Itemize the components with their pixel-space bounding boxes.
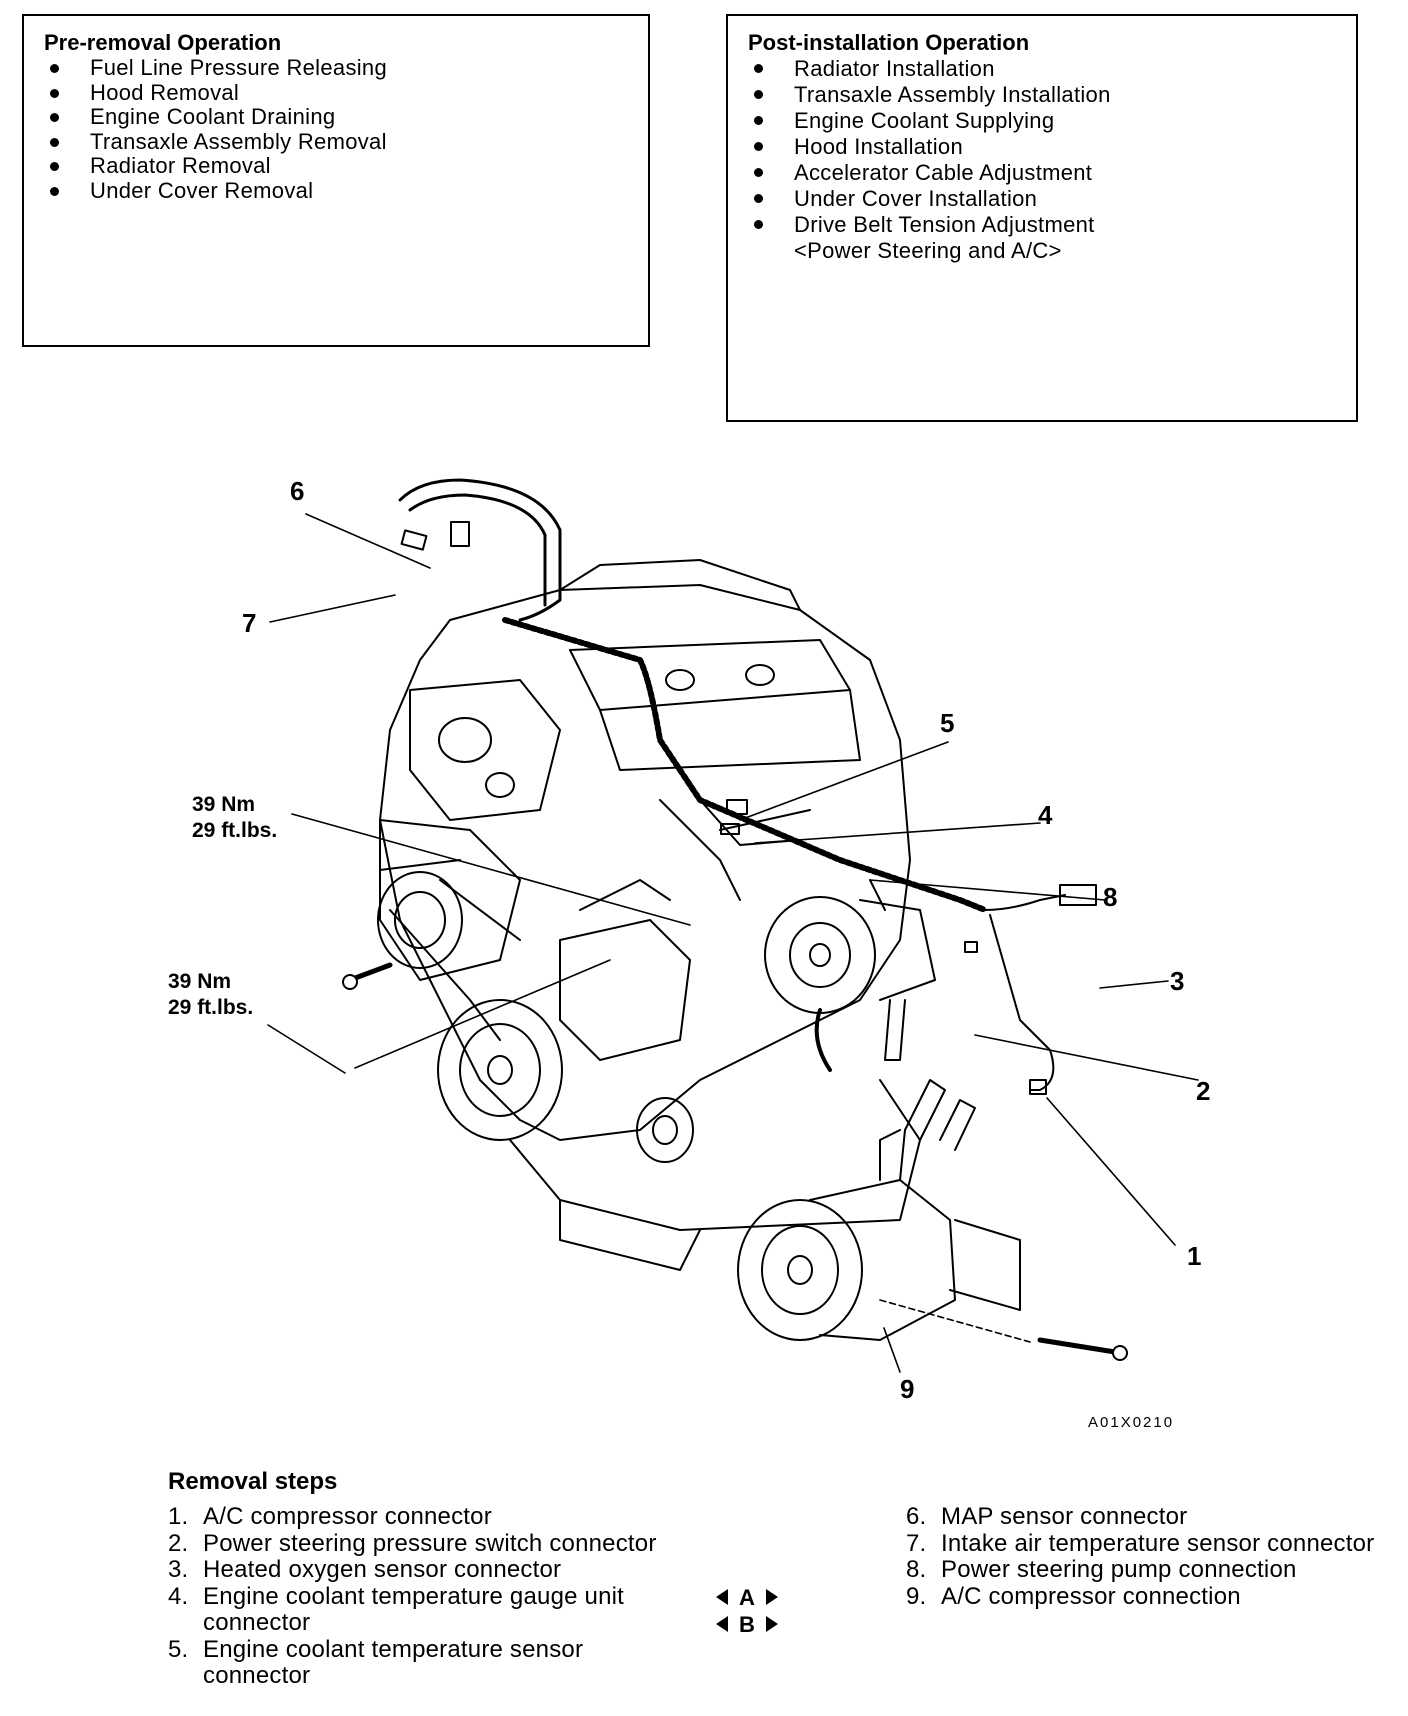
torque-upper-ftlbs: 29 ft.lbs. <box>192 819 277 842</box>
step-text: Heated oxygen sensor connector <box>203 1556 562 1583</box>
ac-compressor-illustration <box>737 1079 1021 1341</box>
list-item: 8. Power steering pump connection <box>906 1556 1376 1584</box>
post-installation-title: Post-installation Operation <box>748 30 1030 55</box>
list-item: Drive Belt Tension Adjustment <box>748 212 1336 238</box>
list-item: 9. A/C compressor connection <box>906 1582 1376 1611</box>
list-item: 7. Intake air temperature sensor connecto… <box>906 1529 1376 1558</box>
list-item: Transaxle Assembly Removal <box>44 129 628 155</box>
post-installation-operation-box: Post-installation Operation Radiator Ins… <box>726 14 1358 422</box>
list-item: Hood Removal <box>44 80 628 106</box>
list-item: Engine Coolant Supplying <box>748 108 1336 134</box>
torque-lower-ftlbs: 29 ft.lbs. <box>168 996 253 1019</box>
pre-removal-title: Pre-removal Operation <box>44 30 282 55</box>
list-item: Transaxle Assembly Installation <box>748 82 1336 108</box>
list-item: Engine Coolant Draining <box>44 104 628 130</box>
list-item: 6. MAP sensor connector <box>906 1503 1376 1531</box>
pre-removal-list: Fuel Line Pressure Releasing Hood Remova… <box>44 55 628 204</box>
list-item: Radiator Removal <box>44 153 628 179</box>
callout-1: 1 <box>1187 1241 1201 1271</box>
callout-2: 2 <box>1196 1076 1210 1106</box>
callout-3: 3 <box>1170 966 1184 996</box>
step-number: 3. <box>168 1556 189 1583</box>
step-number: 1. <box>168 1503 189 1530</box>
list-item: 4. Engine coolant temperature gauge unit … <box>168 1582 688 1637</box>
list-item: 2. Power steering pressure switch connect… <box>168 1529 688 1558</box>
step-number: 9. <box>906 1582 927 1610</box>
callout-5: 5 <box>940 708 954 738</box>
callout-8: 8 <box>1103 882 1117 912</box>
callout-4: 4 <box>1038 800 1053 830</box>
list-item: 1. A/C compressor connector <box>168 1503 688 1531</box>
step-number: 4. <box>168 1582 189 1610</box>
step-text: MAP sensor connector <box>941 1503 1188 1530</box>
post-installation-list: Radiator Installation Transaxle Assembly… <box>748 56 1336 264</box>
step-number: 5. <box>168 1635 189 1663</box>
connector-icons <box>400 521 1097 1095</box>
leader-lines <box>267 513 1199 1373</box>
step-number: 6. <box>906 1503 927 1530</box>
step-text: Engine coolant temperature sensor connec… <box>203 1635 584 1689</box>
engine-removal-diagram: 6 7 5 4 8 3 2 1 9 39 Nm 29 ft.lbs. 39 Nm… <box>168 476 1210 1431</box>
step-text: Engine coolant temperature gauge unit co… <box>203 1582 625 1636</box>
step-text: Power steering pressure switch connector <box>203 1529 657 1557</box>
marker-b-label: B <box>739 1612 755 1637</box>
figure-code: A01X0210 <box>1088 1414 1174 1431</box>
marker-a-icon: A <box>716 1587 778 1610</box>
list-item: Fuel Line Pressure Releasing <box>44 55 628 81</box>
callout-7: 7 <box>242 608 256 638</box>
torque-lower-nm: 39 Nm <box>168 970 231 993</box>
power-steering-pump-illustration <box>764 879 936 1072</box>
step-text: A/C compressor connection <box>941 1582 1241 1610</box>
list-item: Accelerator Cable Adjustment <box>748 160 1336 186</box>
callout-9: 9 <box>900 1374 914 1404</box>
step-text: Power steering pump connection <box>941 1556 1297 1583</box>
list-item: 3. Heated oxygen sensor connector <box>168 1556 688 1584</box>
marker-a-label: A <box>739 1587 755 1610</box>
step-number: 2. <box>168 1529 189 1557</box>
step-number: 8. <box>906 1556 927 1583</box>
pre-removal-operation-box: Pre-removal Operation Fuel Line Pressure… <box>22 14 650 347</box>
marker-b-icon: B <box>716 1612 778 1637</box>
step-markers: A B <box>716 1587 778 1637</box>
callout-6: 6 <box>290 476 304 506</box>
list-item: Hood Installation <box>748 134 1336 160</box>
list-item: 5. Engine coolant temperature sensor conn… <box>168 1635 688 1690</box>
removal-steps-title: Removal steps <box>168 1468 338 1495</box>
engine-block-illustration <box>377 559 921 1271</box>
list-item: Radiator Installation <box>748 56 1336 82</box>
list-item-subnote: <Power Steering and A/C> <box>794 238 1062 263</box>
step-text: A/C compressor connector <box>203 1503 492 1530</box>
removal-steps-right-list: 6. MAP sensor connector 7. Intake air temp… <box>906 1503 1376 1611</box>
list-item: Under Cover Removal <box>44 178 628 204</box>
bolt-illustrations <box>342 962 1128 1361</box>
step-text: Intake air temperature sensor connector <box>941 1529 1375 1557</box>
list-item: Under Cover Installation <box>748 186 1336 212</box>
torque-upper-nm: 39 Nm <box>192 793 255 816</box>
step-number: 7. <box>906 1529 927 1557</box>
removal-steps-left-list: 1. A/C compressor connector 2. Power steer… <box>168 1503 688 1690</box>
